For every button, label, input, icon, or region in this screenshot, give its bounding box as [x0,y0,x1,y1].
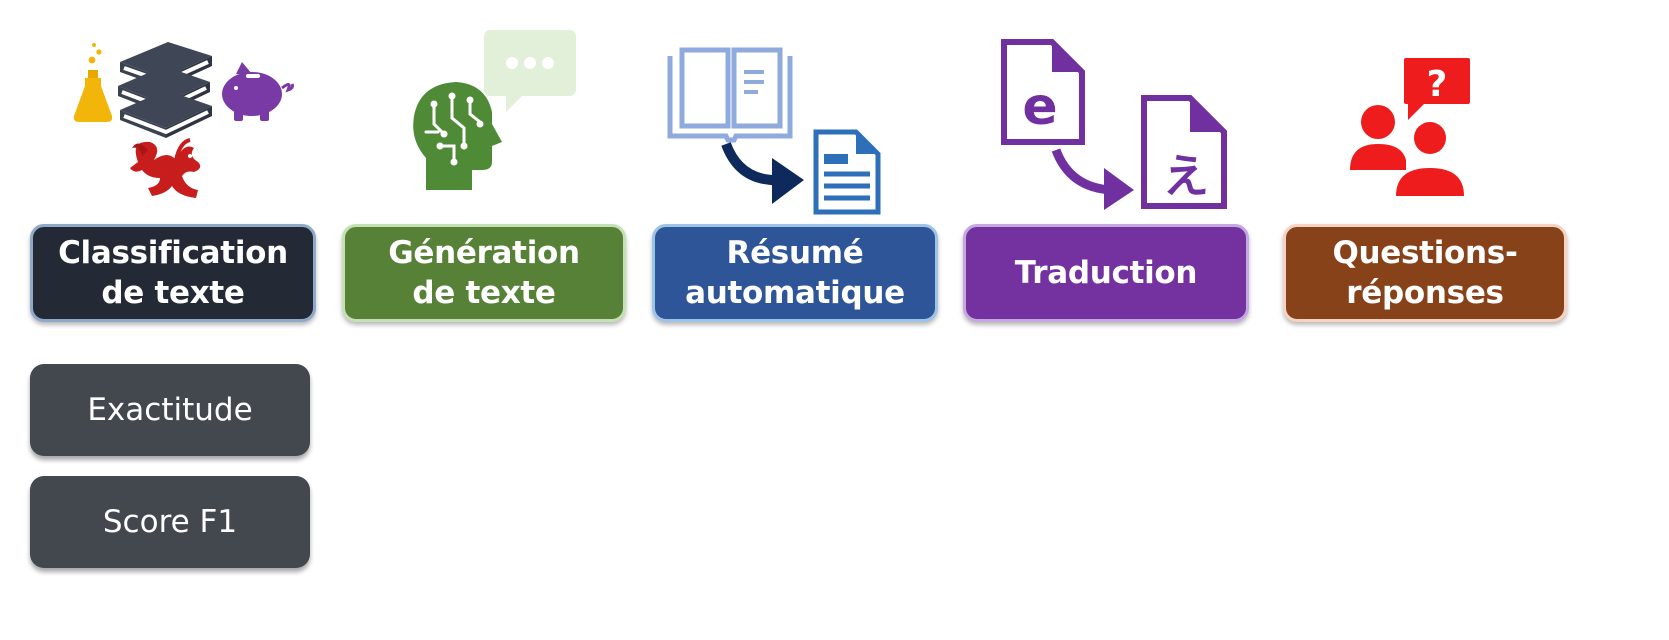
books-icon [118,42,212,138]
generation-icon-group [410,28,580,198]
piggy-bank-icon [222,62,294,121]
translation-icon-group: e え [1000,38,1240,213]
metric-label: Score F1 [102,504,238,540]
arrow-icon [721,142,804,204]
arrow-icon [1051,148,1134,210]
metric-accuracy: Exactitude [30,364,310,456]
open-book-icon [667,47,793,143]
chat-bubble-icon [484,30,576,112]
task-generation: Génération de texte [342,224,626,322]
task-label: Traduction [1014,255,1198,291]
metric-label: Exactitude [87,392,253,428]
classification-icon-group [68,38,308,213]
flask-icon [73,43,113,122]
document-icon [813,129,881,215]
task-translation: Traduction [963,224,1249,322]
summarization-icon-group [667,44,888,215]
task-label: Résumé automatique [685,235,905,311]
question-mark: ? [1427,64,1448,105]
target-document-icon: え [1141,95,1227,209]
metric-f1-score: Score F1 [30,476,310,568]
question-bubble-icon: ? [1404,58,1470,120]
task-label: Questions- réponses [1332,235,1518,311]
task-label: Génération de texte [388,235,580,311]
source-letter: e [1022,77,1057,137]
dragon-icon [130,138,201,198]
qa-icon-group: ? [1348,56,1478,201]
people-icon [1350,105,1468,198]
task-qa: Questions- réponses [1283,224,1567,322]
brain-head-icon [413,82,502,190]
task-classification: Classification de texte [30,224,316,322]
task-label: Classification de texte [58,235,288,311]
task-summarization: Résumé automatique [652,224,938,322]
source-document-icon: e [1001,39,1085,145]
target-letter: え [1163,149,1209,203]
